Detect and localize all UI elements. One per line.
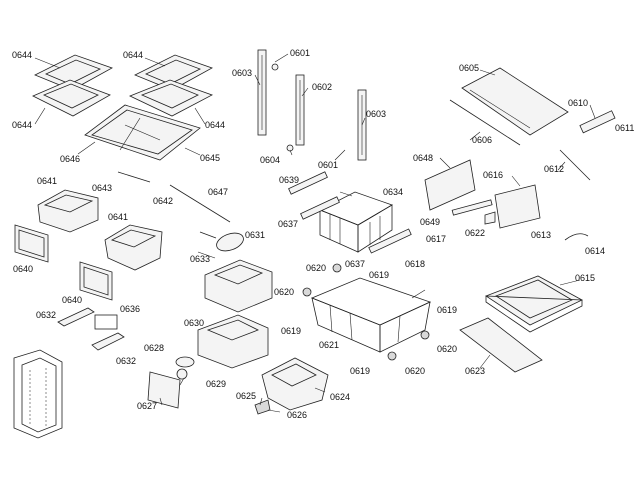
callout-label: 0611: [615, 123, 635, 133]
callout-label: 0617: [426, 234, 447, 244]
callout-label: 0633: [190, 254, 211, 264]
bracket-0648: [424, 159, 476, 211]
cover-0623: [459, 317, 543, 373]
callout-label: 0601: [318, 160, 339, 170]
drawer-front-right: [79, 261, 113, 301]
callout-label: 0639: [279, 175, 300, 185]
callout-label: 0606: [472, 135, 493, 145]
callout-label: 0644: [12, 120, 33, 130]
rail-0643: [117, 171, 151, 183]
callout-label: 0620: [405, 366, 426, 376]
callout-label: 0641: [37, 176, 58, 186]
callout-label: 0628: [144, 343, 165, 353]
basket-rail-0637: [300, 196, 340, 220]
ice-bin-0630: [197, 314, 269, 369]
callout-label: 0632: [36, 310, 57, 320]
callout-label: 0623: [465, 366, 486, 376]
callout-label: 0637: [345, 259, 366, 269]
bin-0624: [261, 357, 329, 411]
callout-label: 0648: [413, 153, 434, 163]
rail-0647: [169, 184, 231, 223]
callout-label: 0616: [483, 170, 504, 180]
callout-label: 0631: [245, 230, 266, 240]
callout-label: 0634: [383, 187, 404, 197]
divider-rail-set: [57, 307, 125, 351]
callout-label: 0637: [278, 219, 299, 229]
callout-label: 0629: [206, 379, 227, 389]
glass-shelf-assembly: [84, 104, 201, 161]
callout-label: 0643: [92, 183, 113, 193]
callout-label: 0642: [153, 196, 174, 206]
callout-label: 0620: [437, 344, 458, 354]
bracket-0616: [494, 184, 541, 229]
wire-basket: [319, 191, 393, 253]
callout-label: 0620: [274, 287, 295, 297]
large-wire-basket: [302, 263, 432, 361]
crisper-drawer-right: [104, 224, 163, 271]
callout-label: 0619: [281, 326, 302, 336]
glass-panel-0605: [461, 67, 569, 136]
callout-label: 0602: [312, 82, 333, 92]
clip-0625-0626: [254, 399, 271, 415]
callout-label: 0630: [184, 318, 205, 328]
refrigerator-cabinet-outline: [13, 349, 63, 439]
callout-label: 0619: [437, 305, 458, 315]
callout-label: 0624: [330, 392, 351, 402]
callout-label: 0605: [459, 63, 480, 73]
callout-label: 0644: [123, 50, 144, 60]
knob-0628: [175, 356, 195, 368]
vertical-rail-set: [257, 49, 367, 161]
callout-label: 0619: [350, 366, 371, 376]
callout-label: 0613: [531, 230, 552, 240]
callout-label: 0615: [575, 273, 596, 283]
callout-label: 0625: [236, 391, 257, 401]
callout-label: 0612: [544, 164, 565, 174]
scoop-0631: [199, 231, 244, 252]
callout-label: 0618: [405, 259, 426, 269]
callout-label: 0620: [306, 263, 327, 273]
rod-0612: [559, 149, 591, 181]
callout-label: 0619: [369, 270, 390, 280]
callout-label: 0646: [60, 154, 81, 164]
callout-label: 0604: [260, 155, 281, 165]
fitting-0629: [176, 368, 188, 380]
basket-rail-0618: [368, 228, 412, 254]
shelf-frame-upper-left: [32, 54, 113, 117]
cover-0627: [147, 371, 181, 409]
callout-label: 0626: [287, 410, 308, 420]
callout-label: 0647: [208, 187, 229, 197]
callout-label: 0645: [200, 153, 221, 163]
callout-label: 0649: [420, 217, 441, 227]
strip-0617: [451, 199, 493, 216]
callout-label: 0632: [116, 356, 137, 366]
callout-label: 0610: [568, 98, 589, 108]
callout-label: 0640: [62, 295, 83, 305]
shelf-frame-upper-right: [129, 54, 213, 117]
callout-label: 0603: [232, 68, 253, 78]
callout-label: 0601: [290, 48, 311, 58]
callout-label: 0614: [585, 246, 606, 256]
callout-label: 0636: [120, 304, 141, 314]
callout-label: 0640: [13, 264, 34, 274]
callout-label: 0641: [108, 212, 129, 222]
callout-label: 0644: [205, 120, 226, 130]
trim-0606: [449, 99, 521, 146]
ice-bin-0633: [204, 259, 273, 313]
crisper-drawer-left: [37, 189, 99, 233]
wire-0614: [564, 233, 589, 241]
callout-label: 0603: [366, 109, 387, 119]
clip-0622: [484, 211, 496, 225]
rail-0610: [579, 110, 616, 134]
drawer-front-left: [14, 224, 49, 263]
callout-label: 0644: [12, 50, 33, 60]
tray-0615: [485, 275, 583, 333]
callout-label: 0622: [465, 228, 486, 238]
callout-label: 0621: [319, 340, 340, 350]
basket-rail-0639: [288, 171, 328, 195]
callout-label: 0627: [137, 401, 158, 411]
leader-lines: [34, 53, 596, 413]
